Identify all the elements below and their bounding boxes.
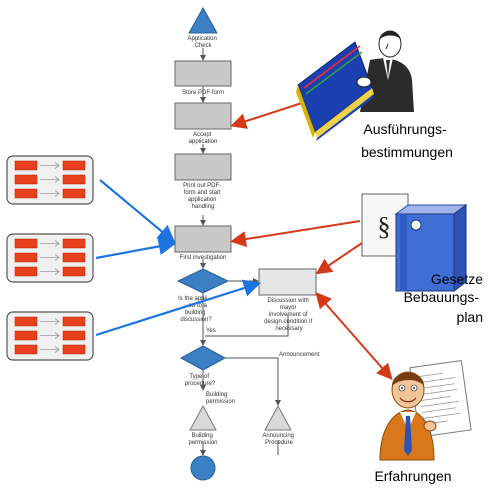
building-discussion-diamond: [176, 268, 230, 294]
blue-arrows: [95, 179, 262, 337]
binder-icon: [394, 204, 468, 292]
print-pdf-label: Print out PDF- form and start applicatio…: [183, 183, 223, 210]
red-arrows: [230, 101, 393, 381]
building-discussion-label: Is the appli... ...ed to a building disc…: [178, 296, 214, 323]
end-circle: [190, 455, 216, 481]
mini-process-2: [6, 233, 94, 283]
store-pdf-box: [174, 60, 232, 87]
accept-application-label: Accept application: [189, 132, 218, 145]
experience-label: Erfahrungen: [374, 468, 451, 484]
experienced-person-icon: [379, 359, 472, 461]
procedure-type-label: Type of procedure?: [185, 374, 216, 387]
flow-connectors: [200, 48, 289, 456]
procedure-type-diamond: [179, 345, 227, 371]
building-permission-triangle: [189, 404, 217, 431]
announcing-procedure-triangle: [264, 404, 292, 431]
development-plan-label: Bebauungs- plan: [404, 289, 483, 325]
application-check-label: Application Check: [187, 36, 218, 49]
building-permission-branch-label: Building permission: [206, 392, 235, 405]
svg-text:§: §: [378, 212, 391, 241]
first-investigation-box: [174, 225, 232, 253]
person-with-book-icon: [296, 30, 414, 141]
accept-application-box: [174, 102, 232, 130]
building-permission-label: Building permission: [188, 433, 217, 446]
yes-label: Yes: [206, 328, 216, 334]
announcement-label: Announcement: [279, 352, 320, 358]
mini-process-3: [6, 311, 94, 361]
laws-label: Gesetze: [431, 271, 483, 287]
discussion-label: Discussion with mayor involvement of des…: [264, 298, 314, 332]
mini-process-1: [6, 155, 94, 205]
first-investigation-label: First investigation: [180, 255, 227, 261]
store-pdf-label: Store PDF-form: [182, 90, 224, 96]
announcing-procedure-label: Announcing Procedure: [262, 433, 295, 446]
execution-rules-label: Ausführungs- bestimmungen: [361, 121, 453, 160]
print-pdf-box: [174, 153, 232, 181]
start-triangle: [188, 6, 218, 34]
discussion-box: [258, 268, 317, 296]
